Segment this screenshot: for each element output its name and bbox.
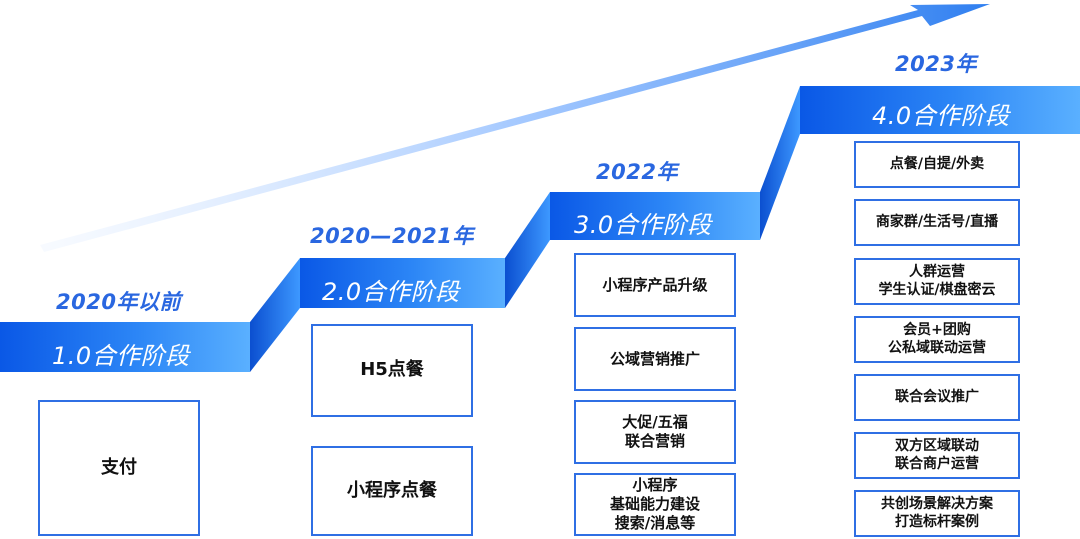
stage-4-item-label: 共创场景解决方案 打造标杆案例 bbox=[881, 496, 993, 530]
stage-3-item-label: 公域营销推广 bbox=[609, 349, 700, 368]
stage-3-item-label: 小程序产品升级 bbox=[602, 275, 708, 294]
stage-4-item-label: 会员+团购 公私域联动运营 bbox=[888, 322, 986, 356]
stage-2-item: H5点餐 bbox=[311, 324, 473, 417]
stage-4-item-label: 商家群/生活号/直播 bbox=[875, 213, 999, 230]
stage-4-item-label: 联合会议推广 bbox=[895, 388, 979, 405]
stage-3-item-label: 小程序 基础能力建设 搜索/消息等 bbox=[609, 476, 700, 532]
stage-4-item: 会员+团购 公私域联动运营 bbox=[854, 316, 1020, 363]
step-3-bar bbox=[550, 192, 760, 240]
stage-4-item-label: 双方区域联动 联合商户运营 bbox=[895, 438, 979, 472]
stage-4-item: 共创场景解决方案 打造标杆案例 bbox=[854, 490, 1020, 537]
stage-3-year: 2022年 bbox=[596, 160, 678, 184]
stage-4-item: 商家群/生活号/直播 bbox=[854, 199, 1020, 246]
growth-arrow bbox=[40, 4, 990, 252]
stage-3-item: 小程序 基础能力建设 搜索/消息等 bbox=[574, 473, 736, 536]
stage-4-year: 2023年 bbox=[895, 52, 977, 76]
stage-4-item: 联合会议推广 bbox=[854, 374, 1020, 421]
stage-4-phase: 4.0合作阶段 bbox=[872, 102, 1010, 130]
step-1-bar bbox=[0, 322, 250, 372]
stage-3-item: 大促/五福 联合营销 bbox=[574, 400, 736, 464]
stage-2-year: 2020—2021年 bbox=[310, 224, 474, 248]
step-4-bar bbox=[800, 86, 1080, 134]
stage-4-item: 双方区域联动 联合商户运营 bbox=[854, 432, 1020, 479]
stage-2-phase: 2.0合作阶段 bbox=[322, 278, 460, 306]
stage-4-item: 人群运营 学生认证/棋盘密云 bbox=[854, 258, 1020, 305]
stage-1-item-label: 支付 bbox=[101, 456, 137, 478]
stage-3-phase: 3.0合作阶段 bbox=[574, 211, 712, 239]
stage-1-year: 2020年以前 bbox=[56, 290, 181, 314]
step-2-bar bbox=[300, 258, 505, 308]
step-1-riser bbox=[250, 258, 300, 372]
stage-3-item: 小程序产品升级 bbox=[574, 253, 736, 317]
stage-2-item-label: 小程序点餐 bbox=[347, 479, 437, 501]
stage-4-item: 点餐/自提/外卖 bbox=[854, 141, 1020, 188]
stage-1-phase: 1.0合作阶段 bbox=[52, 342, 190, 370]
stage-4-item-label: 点餐/自提/外卖 bbox=[889, 155, 985, 172]
step-3-riser bbox=[760, 86, 800, 240]
stage-3-item: 公域营销推广 bbox=[574, 327, 736, 391]
stage-2-item: 小程序点餐 bbox=[311, 446, 473, 536]
step-2-riser bbox=[505, 192, 550, 308]
stage-2-item-label: H5点餐 bbox=[360, 359, 424, 381]
stage-1-item: 支付 bbox=[38, 400, 200, 536]
stage-3-item-label: 大促/五福 联合营销 bbox=[622, 413, 688, 450]
staircase-ribbon bbox=[0, 86, 1080, 372]
stage-4-item-label: 人群运营 学生认证/棋盘密云 bbox=[878, 264, 996, 298]
